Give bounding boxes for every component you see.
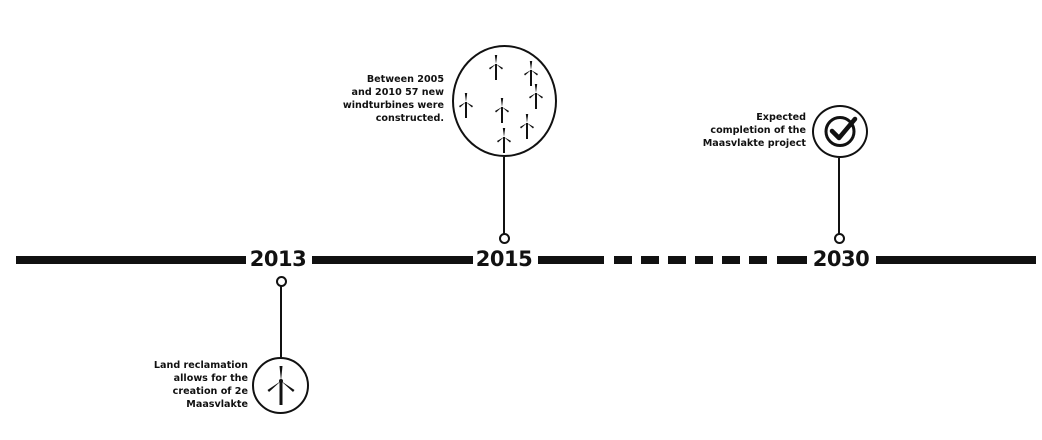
timeline-segment [777,256,807,264]
year-label-2030: 2030 [812,247,870,271]
windturbines-node [499,233,510,244]
checkmark-icon [824,116,858,147]
timeline-dash [641,256,659,264]
completion-connector [838,158,840,234]
windturbines-connector [503,157,505,234]
windturbines-bubble [452,45,557,157]
timeline-dash [722,256,740,264]
completion-bubble [812,105,868,158]
completion-node [834,233,845,244]
completion-note: Expected completion of the Maasvlakte pr… [702,112,806,149]
reclamation-note: Land reclamation allows for the creation… [153,360,248,410]
timeline-segment [538,256,604,264]
timeline-dash [614,256,632,264]
timeline-dash [695,256,713,264]
year-label-2013: 2013 [249,247,307,271]
year-label-2015: 2015 [475,247,533,271]
timeline-segment [16,256,246,264]
wind-turbine-icon [267,366,295,405]
reclamation-connector [280,286,282,358]
windturbines-note: Between 2005 and 2010 57 new windturbine… [342,74,444,124]
timeline-dash [749,256,767,264]
timeline-segment [876,256,1036,264]
timeline-dash [668,256,686,264]
reclamation-bubble [252,357,309,414]
wind-turbines-cluster-icon [458,54,544,154]
timeline-segment [312,256,473,264]
